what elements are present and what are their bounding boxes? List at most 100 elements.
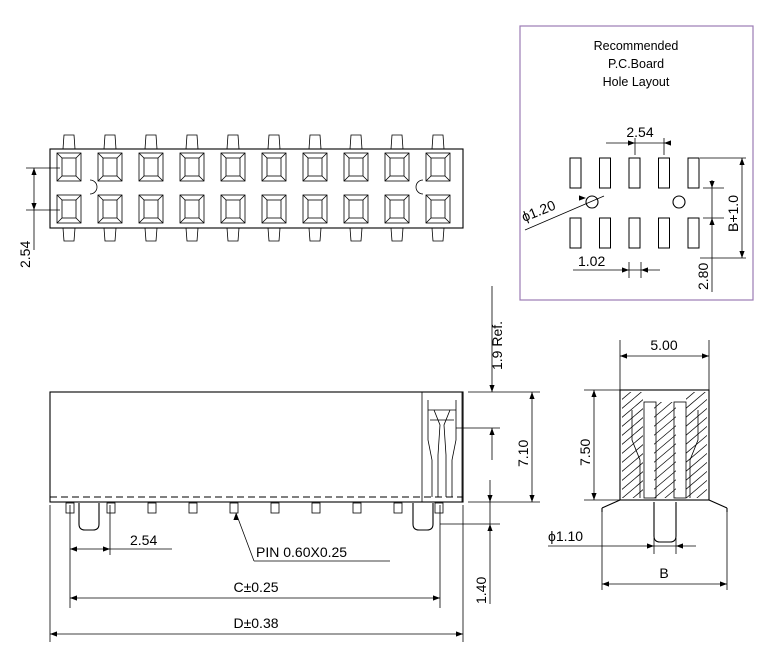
top-pin-stub	[308, 134, 322, 150]
front-view: 1.9 Ref. 7.10 1.40 2.54 PIN 0.60X0.25 C±…	[49, 286, 540, 642]
arrowhead	[70, 546, 77, 552]
bottom-pin-stub	[431, 227, 445, 242]
contact-cell-inner	[348, 157, 364, 177]
contact-cell-inner	[307, 199, 323, 219]
contact-cell-outer	[261, 194, 287, 224]
top-pin-stub	[349, 134, 363, 150]
contact-cell-outer	[138, 194, 164, 224]
front-pin	[434, 502, 444, 514]
contact-cell-inner	[266, 157, 282, 177]
contact-cell-outer	[384, 194, 410, 224]
arrowhead	[591, 493, 597, 500]
front-pin-row	[65, 502, 444, 531]
contact-cell-outer	[179, 194, 205, 224]
contact-cell-outer	[302, 194, 328, 224]
dimension-arrows	[31, 140, 745, 637]
front-pin	[270, 502, 280, 514]
arrowhead	[676, 543, 683, 549]
contact-cell-outer	[56, 152, 82, 182]
contact-cell-outer	[220, 152, 246, 182]
contact-cell-inner	[184, 199, 200, 219]
contact-cell-inner	[143, 157, 159, 177]
bottom-pin-stub	[308, 227, 322, 242]
top-pin-stub	[185, 134, 199, 150]
contact-cell-outer	[261, 152, 287, 182]
arrowhead	[456, 631, 463, 637]
contact-cell-outer	[343, 152, 369, 182]
arrowhead	[50, 631, 57, 637]
pin-length-label: 1.40	[473, 577, 489, 604]
arrowhead	[487, 495, 493, 502]
layout-pitch-label: 2.54	[626, 124, 653, 140]
contact-cell-inner	[225, 199, 241, 219]
contact-cell-outer	[425, 152, 451, 182]
contact-cell-inner	[225, 157, 241, 177]
contact-cell-inner	[102, 199, 118, 219]
layout-pad-array	[569, 157, 700, 249]
contact-cell-outer	[97, 194, 123, 224]
layout-pad-bottom	[628, 217, 641, 249]
contact-cell-outer	[343, 194, 369, 224]
top-row-pitch-label: 2.54	[17, 241, 33, 268]
arrowhead	[579, 195, 586, 201]
layout-pad-bottom	[569, 217, 582, 249]
front-pin	[106, 502, 116, 514]
arrowhead	[489, 428, 495, 435]
top-view-body	[49, 148, 464, 229]
row-span-label: B+1.0	[725, 195, 741, 232]
locating-hole-left	[585, 195, 599, 209]
locating-hole-right	[672, 195, 686, 209]
contact-cell-inner	[102, 157, 118, 177]
arrowhead	[620, 353, 627, 359]
front-pitch-label: 2.54	[130, 532, 157, 548]
arrowhead	[709, 218, 715, 225]
top-pin-stub	[390, 134, 404, 150]
arrowhead	[622, 267, 629, 273]
pad-width-label: 1.02	[578, 253, 605, 269]
top-pin-stub	[267, 134, 281, 150]
bottom-pin-stub	[103, 227, 117, 242]
side-width-label: 5.00	[650, 337, 677, 353]
contact-cell-outer	[384, 152, 410, 182]
arrowhead	[233, 513, 239, 520]
contact-cell-inner	[430, 157, 446, 177]
top-pin-stub	[144, 134, 158, 150]
arrowhead	[702, 353, 709, 359]
arrowhead	[720, 581, 727, 587]
arrowhead	[31, 168, 37, 175]
side-view: 5.00 7.50 ϕ1.10 B	[548, 337, 728, 590]
layout-pad-top	[687, 157, 700, 189]
arrowhead	[739, 251, 745, 258]
top-pin-stub	[431, 134, 445, 150]
side-height-label: 7.50	[577, 439, 593, 466]
hole-dia-label: ϕ1.20	[519, 197, 558, 225]
top-pin-stub	[62, 134, 76, 150]
arrowhead	[628, 140, 635, 146]
layout-title-line-1: Recommended	[594, 39, 679, 53]
layout-pad-top	[599, 157, 611, 189]
contact-cell-inner	[348, 199, 364, 219]
side-post	[653, 502, 677, 543]
bottom-pin-stub	[390, 227, 404, 242]
contact-cell-outer	[220, 194, 246, 224]
arrowhead	[602, 581, 609, 587]
top-pin-stub	[226, 134, 240, 150]
contact-cell-outer	[179, 152, 205, 182]
contact-cell-inner	[389, 199, 405, 219]
front-pin	[311, 502, 321, 514]
contact-cell-outer	[56, 194, 82, 224]
arrowhead	[591, 390, 597, 397]
front-post-left	[78, 503, 100, 531]
arrowhead	[664, 140, 671, 146]
hole-dia-leader	[524, 195, 605, 231]
contact-cell-inner	[389, 157, 405, 177]
top-view: 2.54	[17, 134, 464, 268]
arrowhead	[529, 392, 535, 399]
contact-cell-inner	[61, 199, 77, 219]
layout-pad-top	[569, 157, 582, 189]
pcb-layout-panel: Recommended P.C.Board Hole Layout 2.54 ϕ…	[519, 25, 754, 301]
d-dim-label: D±0.38	[233, 615, 278, 631]
contact-cell-inner	[307, 157, 323, 177]
contact-cell-inner	[143, 199, 159, 219]
